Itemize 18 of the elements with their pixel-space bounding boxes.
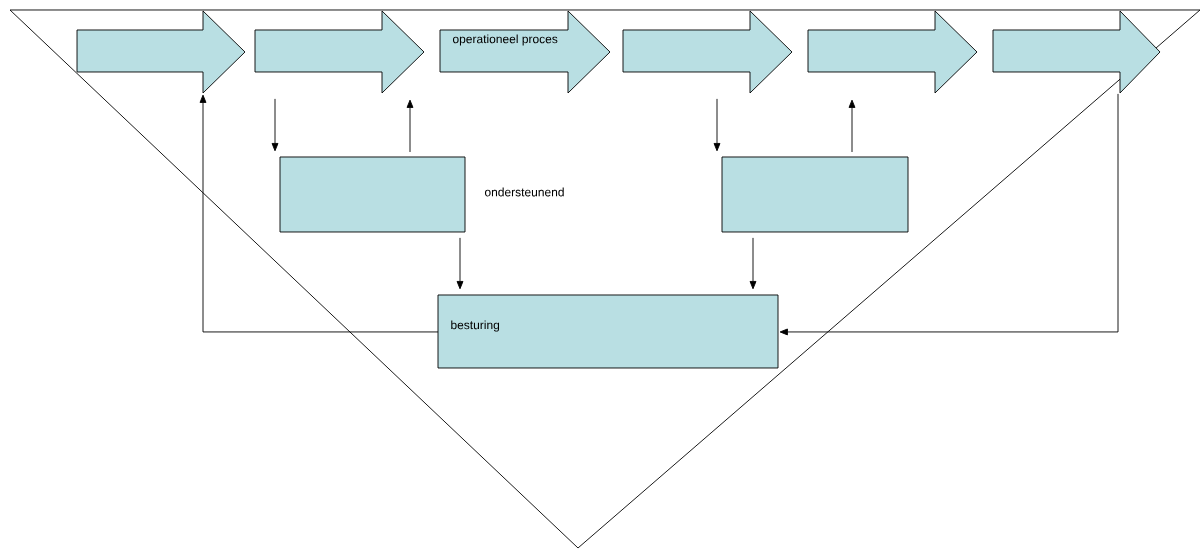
process-step <box>992 10 1161 94</box>
process-step <box>76 10 246 94</box>
arrow <box>749 237 757 290</box>
process-box <box>279 156 466 233</box>
arrow <box>713 98 721 152</box>
arrow <box>779 93 1119 336</box>
process-step <box>622 10 793 94</box>
arrow <box>271 98 279 152</box>
process-step: operationeel proces <box>439 10 611 94</box>
box-caption: ondersteunend <box>484 187 564 197</box>
process-step <box>254 10 425 94</box>
process-step <box>807 10 978 94</box>
arrow <box>199 94 439 333</box>
arrow <box>456 237 464 290</box>
process-box <box>721 156 909 233</box>
arrow <box>406 99 414 153</box>
arrow <box>848 99 856 153</box>
process-box: besturing <box>437 294 779 369</box>
